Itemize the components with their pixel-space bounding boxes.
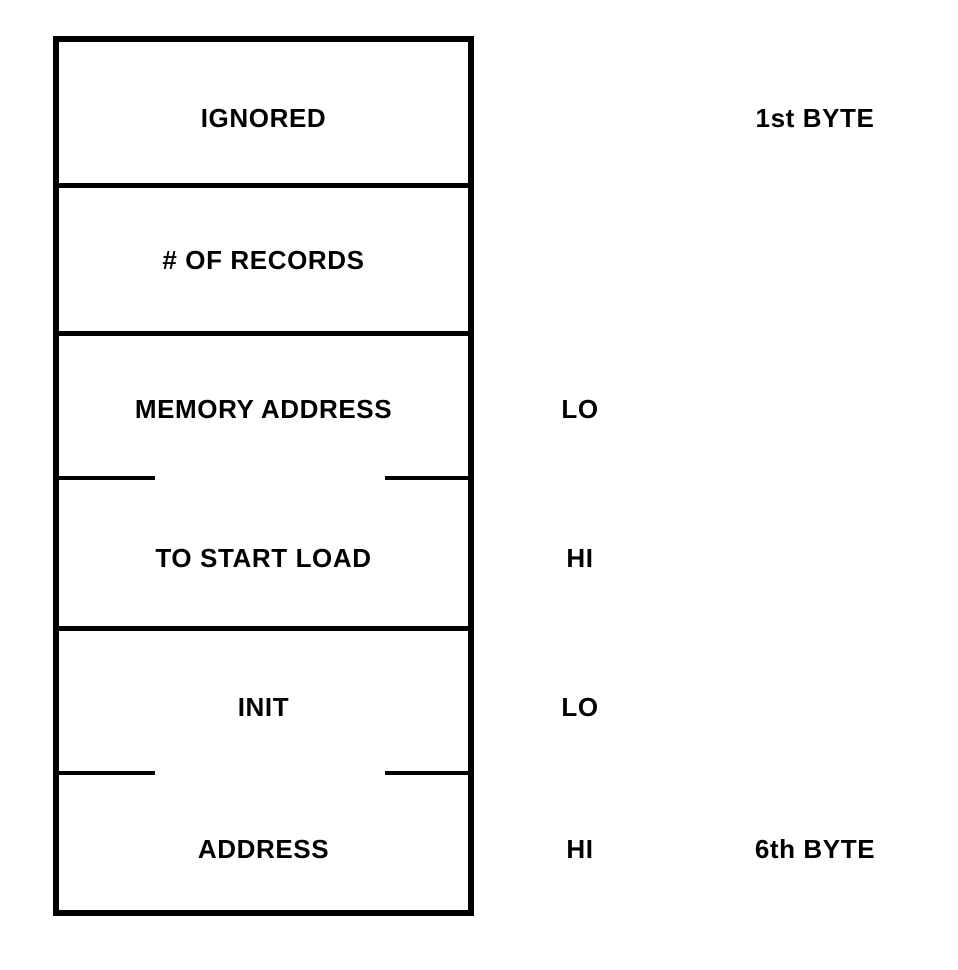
order-label-address-hi: HI	[566, 834, 594, 864]
row-label-init: INIT	[237, 692, 290, 722]
row-divider-5-right-stub	[385, 771, 474, 775]
byte-note-first: 1st BYTE	[755, 103, 875, 133]
row-label-ignored: IGNORED	[200, 103, 327, 133]
order-label-init-lo: LO	[561, 692, 599, 722]
row-divider-2	[53, 331, 474, 336]
order-label-memory-address-lo: LO	[561, 394, 599, 424]
order-label-to-start-load-hi: HI	[566, 543, 594, 573]
row-label-number-of-records: # OF RECORDS	[162, 245, 365, 275]
row-label-address: ADDRESS	[197, 834, 330, 864]
row-divider-4	[53, 626, 474, 631]
row-divider-1	[53, 183, 474, 188]
row-label-to-start-load: TO START LOAD	[155, 543, 372, 573]
row-label-memory-address: MEMORY ADDRESS	[134, 394, 393, 424]
row-divider-5-left-stub	[53, 771, 155, 775]
row-divider-3-right-stub	[385, 476, 474, 480]
byte-note-sixth: 6th BYTE	[754, 834, 876, 864]
row-divider-3-left-stub	[53, 476, 155, 480]
